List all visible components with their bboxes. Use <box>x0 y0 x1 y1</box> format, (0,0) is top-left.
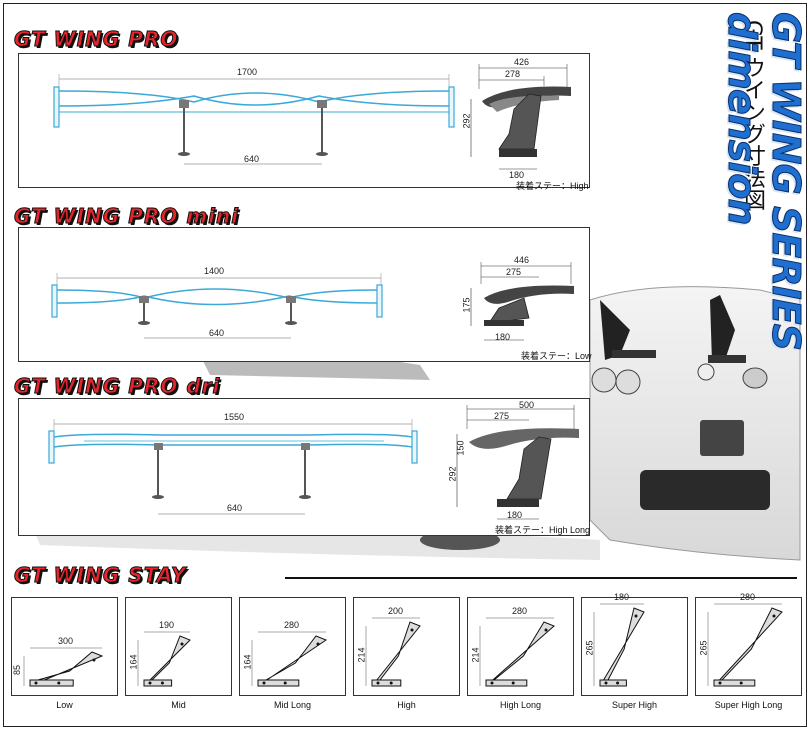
dim-mini-width: 1400 <box>204 266 225 276</box>
title-gt-wing-pro-mini: GT WING PRO mini <box>13 204 240 229</box>
dim-pro-426: 426 <box>514 57 530 67</box>
stay-label: Super High <box>611 700 658 710</box>
panel-gt-wing-pro: 1700 640 426 278 292 180 装着ステー：High <box>18 53 590 191</box>
panel-gt-wing-pro-mini: 1400 640 446 275 175 180 装着ステー：Low <box>18 227 592 362</box>
diagram-gt-wing-pro-mini <box>51 262 574 341</box>
diagram-gt-wing-pro-dri <box>48 405 579 520</box>
stay-caption-dri: 装着ステー：High Long <box>495 525 591 535</box>
stay-height-dim: 214 <box>470 647 481 663</box>
stay-label: Mid <box>171 700 186 710</box>
dim-dri-base: 180 <box>507 510 523 520</box>
stay-height-dim: 265 <box>584 640 595 656</box>
panel-gt-wing-pro-dri: 1550 640 500 275 150 292 180 装着ステー：High … <box>18 398 590 536</box>
stay-width-dim: 180 <box>614 592 630 602</box>
stay-panel: 280 164 <box>239 597 346 696</box>
dim-dri-500: 500 <box>519 400 535 410</box>
dim-mini-base: 180 <box>495 332 511 342</box>
stay-width-dim: 190 <box>159 620 175 630</box>
title-gt-wing-pro: GT WING PRO <box>13 27 179 52</box>
stay-panel: 200 214 <box>353 597 460 696</box>
dim-pro-height: 292 <box>461 113 472 129</box>
dim-pro-width: 1700 <box>237 67 258 77</box>
vertical-title-series: GT WING SERIES dimension <box>720 12 809 351</box>
stay-label: Super High Long <box>714 700 783 710</box>
stay-height-dim: 265 <box>698 640 709 656</box>
dim-dri-width: 1550 <box>224 412 245 422</box>
dim-dri-span: 640 <box>227 503 243 513</box>
stay-width-dim: 200 <box>388 606 404 616</box>
stay-caption-pro: 装着ステー：High <box>516 181 589 191</box>
stay-height-dim: 164 <box>128 654 139 670</box>
title-gt-wing-stay: GT WING STAY <box>13 563 187 588</box>
stay-panel: 280 214 <box>467 597 574 696</box>
dim-mini-span: 640 <box>209 328 225 338</box>
stay-width-dim: 280 <box>284 620 300 630</box>
stay-width-dim: 300 <box>58 636 74 646</box>
stay-panel: 300 85 <box>11 597 118 696</box>
stay-label: High Long <box>499 700 542 710</box>
title-gt-wing-pro-dri: GT WING PRO dri <box>13 374 221 399</box>
stay-panel: 180 265 <box>581 592 688 696</box>
dim-pro-278: 278 <box>505 69 521 79</box>
page-frame <box>3 3 807 727</box>
stay-drawing <box>479 617 555 687</box>
stay-panel: 190 164 <box>125 597 232 696</box>
dim-mini-height: 175 <box>461 297 472 313</box>
stay-caption-mini: 装着ステー：Low <box>521 351 592 361</box>
dim-pro-base: 180 <box>509 170 525 180</box>
dim-mini-275: 275 <box>506 267 522 277</box>
stay-height-dim: 85 <box>12 664 23 676</box>
stay-drawing <box>251 631 328 687</box>
dim-dri-height: 292 <box>447 466 458 482</box>
stay-width-dim: 280 <box>512 606 528 616</box>
vertical-title-japanese: GT ウイング寸法図 <box>740 20 765 211</box>
stay-drawing <box>23 647 104 687</box>
stay-label: Low <box>56 700 73 710</box>
stay-height-dim: 164 <box>242 654 253 670</box>
stay-drawing <box>593 603 645 687</box>
dim-dri-275: 275 <box>494 411 510 421</box>
stay-label: Mid Long <box>273 700 312 710</box>
dim-mini-446: 446 <box>514 255 530 265</box>
stay-width-dim: 280 <box>740 592 756 602</box>
stay-label: High <box>397 700 416 710</box>
stay-drawing <box>365 617 421 687</box>
stay-drawing <box>707 603 783 687</box>
diagram-gt-wing-pro <box>53 64 571 170</box>
stay-title-rule <box>285 577 797 579</box>
stay-height-dim: 214 <box>356 647 367 663</box>
stay-panel: 280 265 <box>695 592 802 696</box>
stay-drawing <box>137 631 191 687</box>
dim-pro-span: 640 <box>244 154 260 164</box>
dim-dri-150: 150 <box>455 440 466 456</box>
